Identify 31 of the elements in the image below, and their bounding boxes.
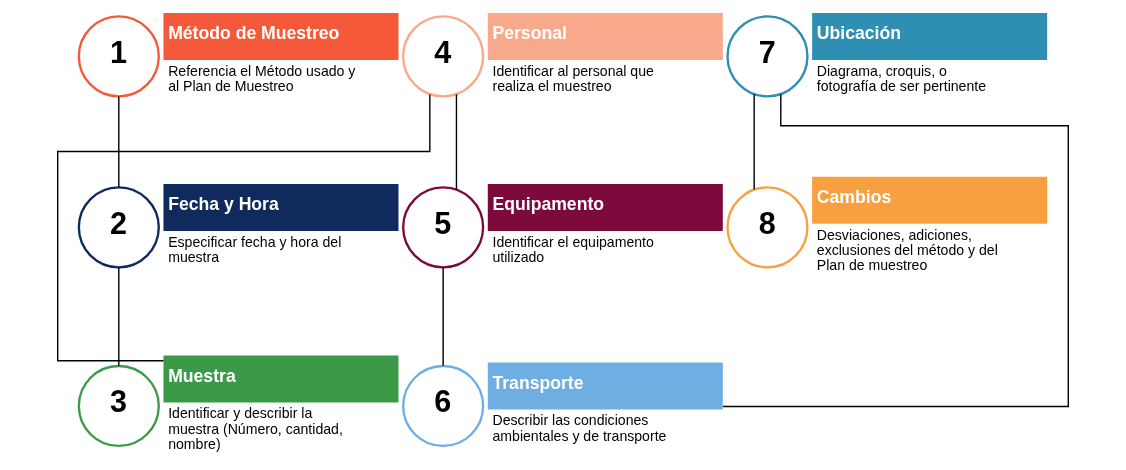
node-circle: 6	[402, 364, 485, 448]
node-circle: 2	[77, 186, 160, 269]
node-label: Especificar fecha y hora del muestra	[168, 233, 342, 266]
node-box: Equipamento	[487, 183, 723, 231]
node-label: Identificar y describir la muestra (Número, cantidad, nombre)	[168, 405, 343, 452]
connector	[722, 93, 1069, 408]
node-circle: 3	[77, 364, 160, 448]
node-circle: 8	[726, 186, 809, 269]
node-label: Desviaciones, adiciones, exclusiones del método y del Plan de muestreo	[816, 226, 998, 274]
node-box: Transporte	[487, 362, 723, 410]
connector	[118, 95, 120, 188]
node-label: Identificar el equipamento utilizado	[492, 233, 654, 266]
node-box: Método de Muestreo	[163, 12, 399, 60]
node-circle: 1	[77, 15, 160, 98]
node-circle: 7	[726, 15, 809, 98]
node-box: Cambios	[812, 176, 1048, 224]
node-label: Identificar al personal que realiza el muestreo	[492, 62, 654, 95]
node-box: Ubicación	[812, 12, 1048, 60]
node-circle: 5	[402, 186, 485, 269]
node-box: Fecha y Hora	[163, 183, 399, 231]
node-label: Describir las condiciones ambientales y de transporte	[492, 412, 667, 444]
connector	[455, 93, 458, 191]
node-label: Referencia el Método usado y al Plan de Muestreo	[168, 62, 356, 95]
connector	[118, 266, 120, 367]
node-circle: 4	[402, 15, 485, 98]
node-label: Diagrama, croquis, o fotografía de ser pertinente	[816, 62, 987, 95]
node-box: Muestra	[163, 355, 399, 403]
connector	[753, 93, 755, 191]
connector	[57, 93, 431, 362]
connector	[442, 266, 444, 367]
node-box: Personal	[487, 12, 723, 60]
